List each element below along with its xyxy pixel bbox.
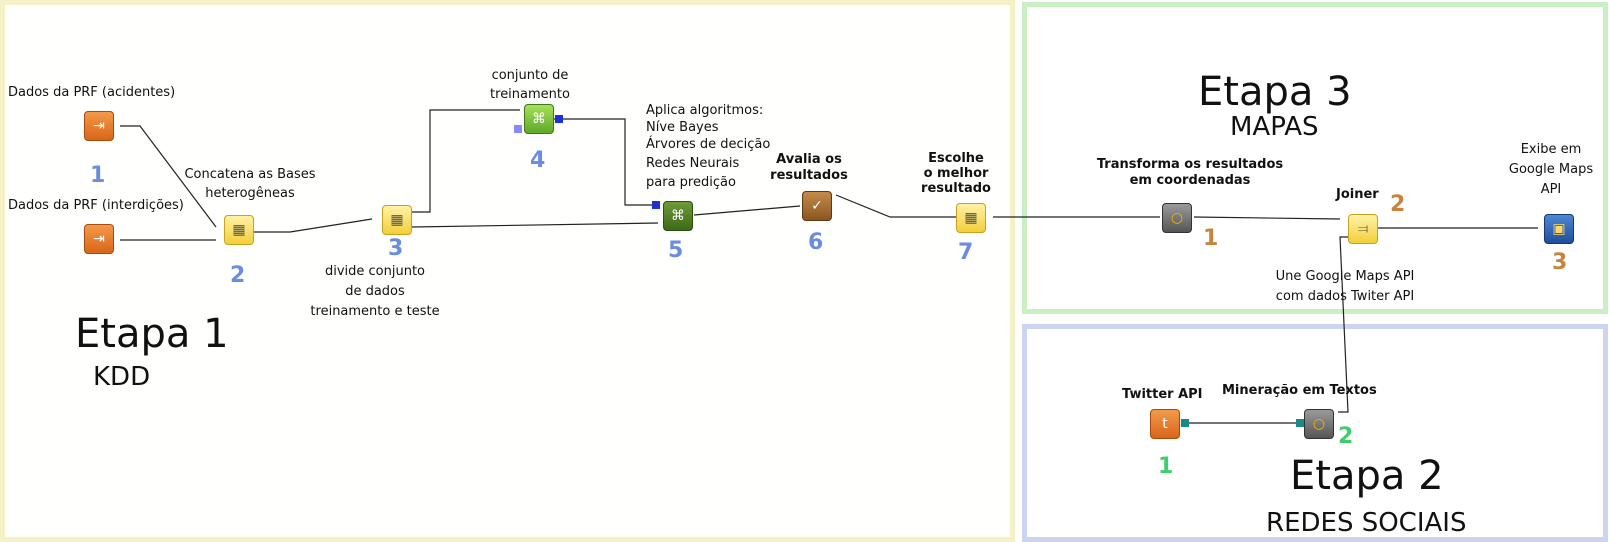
label-line: de dados bbox=[345, 284, 405, 299]
file-reader-icon[interactable]: ⇥ bbox=[84, 224, 114, 254]
stage1-panel bbox=[0, 0, 1015, 542]
stage3-title: Etapa 3 bbox=[1198, 69, 1352, 115]
stage2-subtitle: REDES SOCIAIS bbox=[1266, 508, 1467, 538]
label-line: com dados Twiter API bbox=[1275, 289, 1415, 304]
node-joiner-label: Joiner bbox=[1336, 187, 1379, 202]
model-output-port bbox=[555, 115, 563, 123]
label-line: para predição bbox=[646, 175, 736, 190]
label-line: heterogêneas bbox=[205, 186, 295, 201]
model-input-port bbox=[652, 201, 660, 209]
node-prf-interdicoes-label: Dados da PRF (interdições) bbox=[8, 198, 184, 213]
node-number: 2 bbox=[230, 263, 246, 288]
label-line: treinamento e teste bbox=[310, 304, 440, 319]
node-mineracao-label: Mineração em Textos bbox=[1222, 383, 1377, 398]
node-number: 1 bbox=[1203, 226, 1219, 251]
joiner-icon[interactable]: ⫤ bbox=[1348, 214, 1378, 244]
node-algoritmos-label: Aplica algoritmos: Níve Bayes Árvores de… bbox=[646, 102, 770, 191]
label-line: Une Google Maps API bbox=[1275, 269, 1415, 284]
joiner-note: Une Google Maps API com dados Twiter API bbox=[1265, 267, 1425, 307]
node-exibe-label: Exibe em Google Maps API bbox=[1506, 140, 1596, 200]
label-line: conjunto de bbox=[491, 68, 569, 83]
node-avalia-label: Avalia os resultados bbox=[762, 152, 856, 184]
node-concatena-label: Concatena as Bases heterogêneas bbox=[180, 165, 320, 203]
label-line: Aplica algoritmos: bbox=[646, 103, 764, 118]
node-divide-label: divide conjunto de dados treinamento e t… bbox=[310, 262, 440, 322]
label-line: Avalia os bbox=[776, 152, 842, 167]
table-partition-icon[interactable]: ▦ bbox=[382, 205, 412, 235]
text-mining-icon[interactable]: ○ bbox=[1304, 409, 1334, 439]
node-prf-acidentes-label: Dados da PRF (acidentes) bbox=[8, 85, 176, 100]
node-number: 2 bbox=[1390, 192, 1406, 217]
node-number: 3 bbox=[1552, 250, 1568, 275]
transform-icon[interactable]: ○ bbox=[1162, 203, 1192, 233]
label-line: Escolhe bbox=[928, 151, 984, 166]
twitter-icon[interactable]: t bbox=[1150, 409, 1180, 439]
label-line: resultados bbox=[770, 168, 848, 183]
label-line: Concatena as Bases bbox=[184, 167, 316, 182]
node-escolhe-label: Escolhe o melhor resultado bbox=[906, 151, 1006, 196]
stage3-subtitle: MAPAS bbox=[1230, 112, 1319, 142]
label-line: Transforma os resultados bbox=[1096, 157, 1284, 172]
node-number: 7 bbox=[958, 240, 974, 265]
label-line: em coordenadas bbox=[1129, 173, 1251, 188]
label-line: o melhor bbox=[923, 166, 989, 181]
label-line: divide conjunto bbox=[324, 264, 426, 279]
predictor-icon[interactable]: ⌘ bbox=[663, 201, 693, 231]
node-number: 4 bbox=[530, 148, 546, 173]
node-number: 5 bbox=[668, 238, 684, 263]
node-number: 6 bbox=[808, 230, 824, 255]
node-transforma-label: Transforma os resultados em coordenadas bbox=[1090, 157, 1290, 189]
node-number: 1 bbox=[1158, 454, 1174, 479]
label-line: Árvores de decição bbox=[646, 137, 771, 152]
input-port bbox=[514, 125, 522, 133]
input-port bbox=[1296, 419, 1304, 427]
file-reader-icon[interactable]: ⇥ bbox=[84, 111, 114, 141]
node-number: 1 bbox=[90, 163, 106, 188]
table-concatenate-icon[interactable]: ▦ bbox=[224, 215, 254, 245]
node-number: 3 bbox=[388, 236, 404, 261]
label-line: Exibe em bbox=[1520, 142, 1582, 157]
node-treinamento-label: conjunto de treinamento bbox=[480, 66, 580, 104]
stage3-panel bbox=[1022, 2, 1608, 314]
label-line: treinamento bbox=[490, 87, 570, 102]
table-select-icon[interactable]: ▦ bbox=[956, 203, 986, 233]
output-port bbox=[1181, 419, 1189, 427]
stage2-title: Etapa 2 bbox=[1290, 453, 1444, 499]
stage1-subtitle: KDD bbox=[93, 362, 151, 392]
stage1-title: Etapa 1 bbox=[75, 311, 229, 357]
learner-icon[interactable]: ⌘ bbox=[524, 104, 554, 134]
label-line: Níve Bayes bbox=[646, 120, 719, 135]
label-line: API bbox=[1540, 182, 1562, 197]
scorer-icon[interactable]: ✓ bbox=[802, 191, 832, 221]
node-twitter-label: Twitter API bbox=[1122, 387, 1203, 402]
node-number: 2 bbox=[1338, 424, 1354, 449]
label-line: Google Maps bbox=[1508, 162, 1594, 177]
label-line: Redes Neurais bbox=[646, 156, 740, 171]
label-line: resultado bbox=[921, 181, 991, 196]
map-view-icon[interactable]: ▣ bbox=[1544, 214, 1574, 244]
